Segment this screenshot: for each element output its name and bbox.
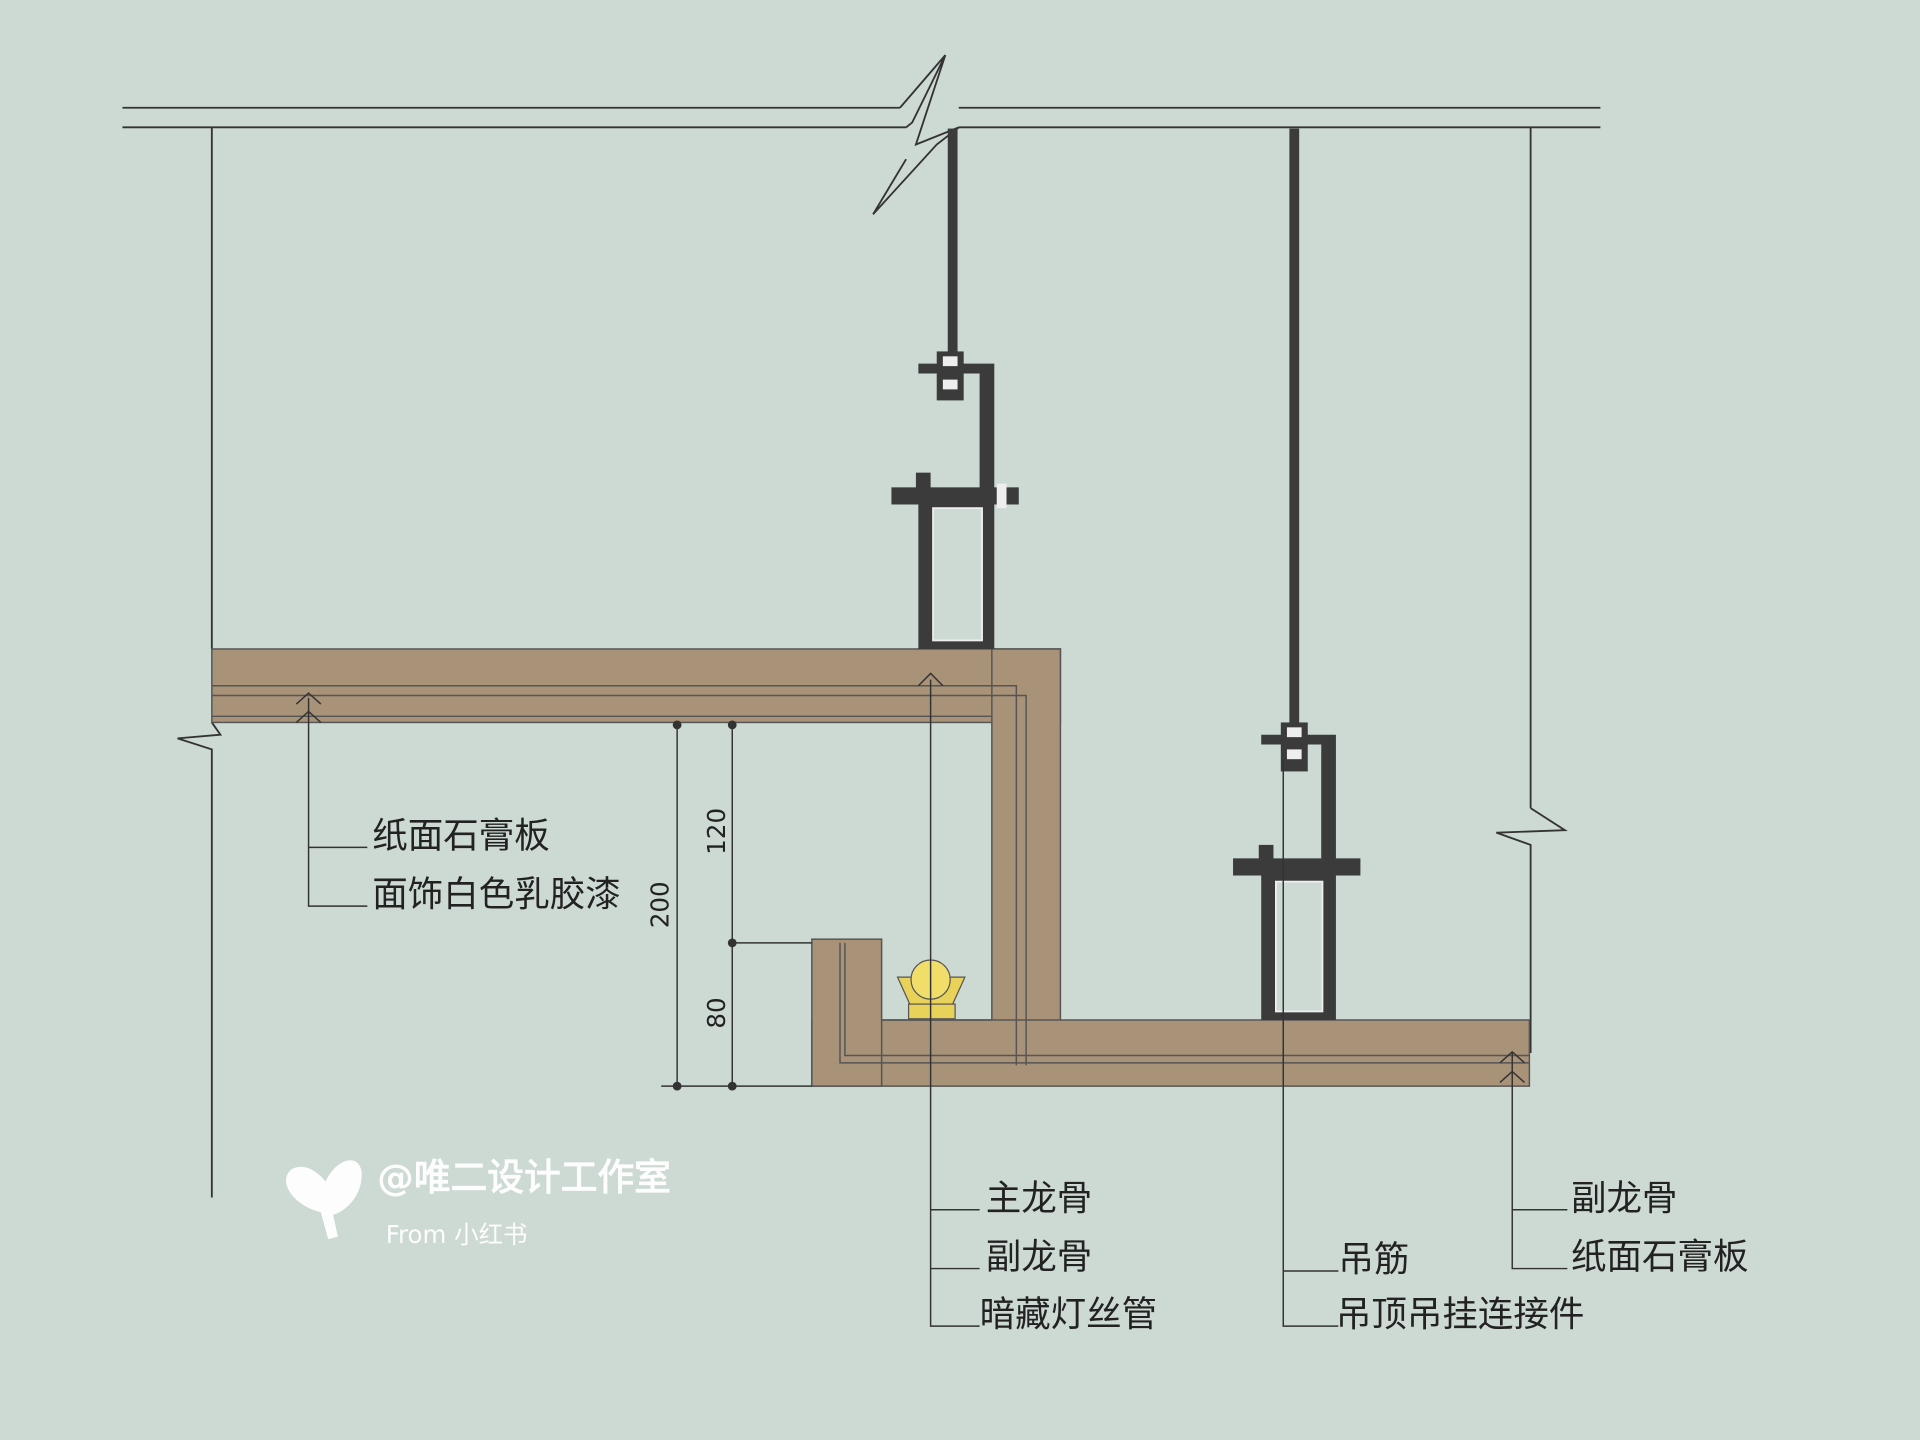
ceiling-slab — [122, 54, 1601, 215]
hanger-rod-left — [947, 128, 958, 368]
label-gypsum-board-right: 纸面石膏板 — [1571, 1237, 1749, 1278]
dimension-200: 200 — [646, 881, 675, 928]
label-main-keel: 主龙骨 — [986, 1178, 1093, 1219]
dimension-120: 120 — [702, 808, 731, 855]
watermark: @唯二设计工作室 From 小红书 — [286, 1156, 671, 1249]
main-keel-lower — [1233, 722, 1361, 1020]
watermark-source: From 小红书 — [386, 1220, 528, 1249]
label-sub-keel-mid: 副龙骨 — [986, 1237, 1093, 1278]
watermark-handle: @唯二设计工作室 — [377, 1156, 671, 1199]
label-hanger-connector: 吊顶吊挂连接件 — [1336, 1294, 1585, 1335]
main-keel-upper — [891, 351, 1019, 649]
label-hanger-rod: 吊筋 — [1338, 1239, 1409, 1280]
dimension-80: 80 — [702, 997, 731, 1028]
label-latex-paint: 面饰白色乳胶漆 — [372, 874, 621, 915]
leader-lines — [295, 672, 1568, 1327]
sprout-logo-icon — [286, 1160, 362, 1240]
hanger-rod-right — [1289, 128, 1300, 739]
board-layer-lines — [211, 684, 1530, 1066]
label-hidden-lamp: 暗藏灯丝管 — [980, 1294, 1158, 1335]
dimension-lines — [661, 720, 812, 1091]
label-sub-keel-right: 副龙骨 — [1571, 1178, 1678, 1219]
label-gypsum-board-left: 纸面石膏板 — [372, 815, 550, 856]
walls — [177, 127, 1568, 1198]
